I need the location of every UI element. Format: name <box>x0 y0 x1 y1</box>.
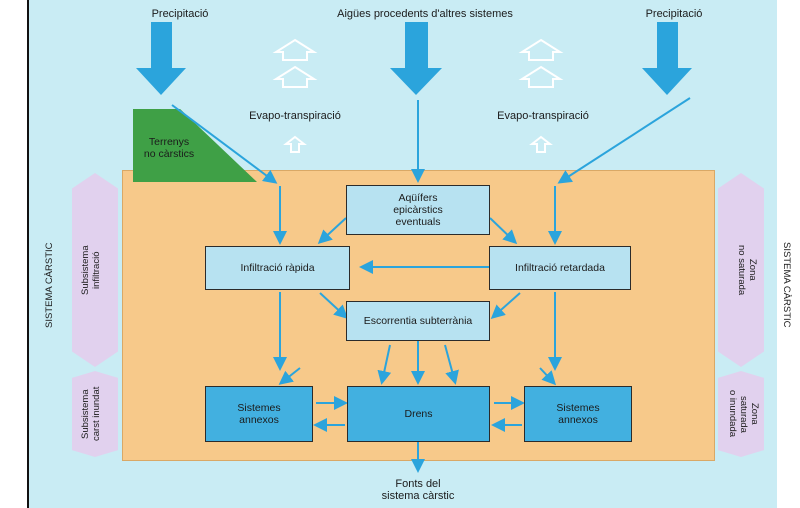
box-annex-left: Sistemes annexos <box>205 386 313 442</box>
outlet-label: Fonts del sistema càrstic <box>381 478 455 502</box>
evapo-arrows-right <box>518 38 564 153</box>
other-systems-label: Aigües procedents d'altres sistemes <box>337 8 513 20</box>
box-slow-infiltration: Infiltració retardada <box>489 246 631 290</box>
saturated-zone-hex <box>718 371 764 457</box>
box-fast-infiltration: Infiltració ràpida <box>205 246 350 290</box>
right-system-label: SISTEMA CÀRSTIC <box>781 242 792 328</box>
precip-left-label: Precipitació <box>151 8 209 20</box>
evapo-arrows-left <box>272 38 318 153</box>
precip-left-arrow <box>136 22 186 95</box>
box-underground-runoff: Escorrentia subterrània <box>346 301 490 341</box>
evapo-left-label: Evapo-transpiració <box>249 110 341 122</box>
small-arrows <box>171 97 691 473</box>
box-epikarst: Aqüífers epicàrstics eventuals <box>346 185 490 235</box>
precip-right-label: Precipitació <box>645 8 703 20</box>
left-border <box>27 0 29 508</box>
box-drains: Drens <box>347 386 490 442</box>
precip-right-arrow <box>642 22 692 95</box>
box-annex-right: Sistemes annexos <box>524 386 632 442</box>
saturated-zone-label: Zona saturada o inundada <box>727 390 760 438</box>
terrain-label: Terrenys no càrstics <box>143 136 195 160</box>
flooded-subsystem-hex <box>72 371 118 457</box>
evapo-right-label: Evapo-transpiració <box>497 110 589 122</box>
left-margin <box>0 0 27 508</box>
unsaturated-zone-label: Zona no saturada <box>736 244 758 296</box>
infiltration-subsystem-hex <box>72 173 118 367</box>
other-systems-arrow <box>390 22 442 95</box>
unsaturated-zone-hex <box>718 173 764 367</box>
